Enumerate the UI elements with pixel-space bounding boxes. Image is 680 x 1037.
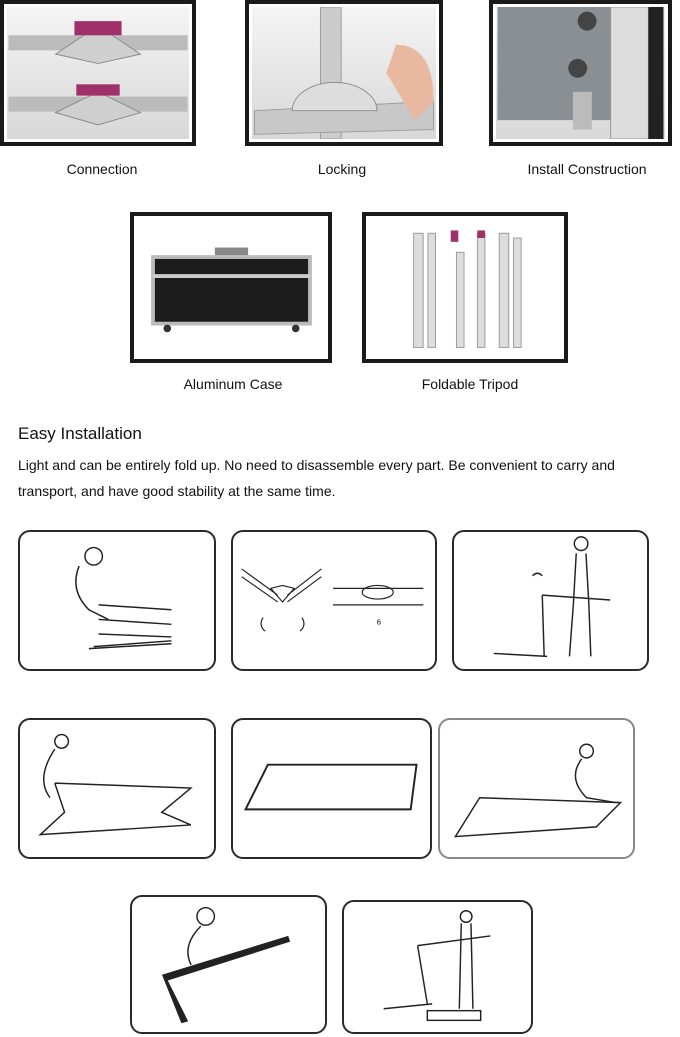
step-illustration-lift [452,530,649,671]
step-illustration-attach [438,718,635,859]
step-illustration-flat [231,718,432,859]
photo-locking [245,0,443,146]
caption-install-construction: Install Construction [527,161,647,177]
step-illustration-lock: 6 [231,530,437,671]
section-title: Easy Installation [18,424,142,443]
caption-foldable-tripod: Foldable Tripod [421,376,519,392]
svg-text:6: 6 [377,617,381,626]
caption-aluminum-case: Aluminum Case [183,376,283,392]
step-illustration-extend [18,718,216,859]
photo-install-construction [489,0,672,146]
section-description: Light and can be entirely fold up. No ne… [18,457,615,499]
photo-foldable-tripod [362,212,568,363]
step-illustration-stand [342,900,533,1034]
photo-aluminum-case [130,212,332,363]
photo-connection [0,0,196,146]
caption-connection: Connection [66,161,138,177]
caption-locking: Locking [317,161,367,177]
step-illustration-unfold [18,530,216,671]
step-illustration-raise [130,895,327,1034]
